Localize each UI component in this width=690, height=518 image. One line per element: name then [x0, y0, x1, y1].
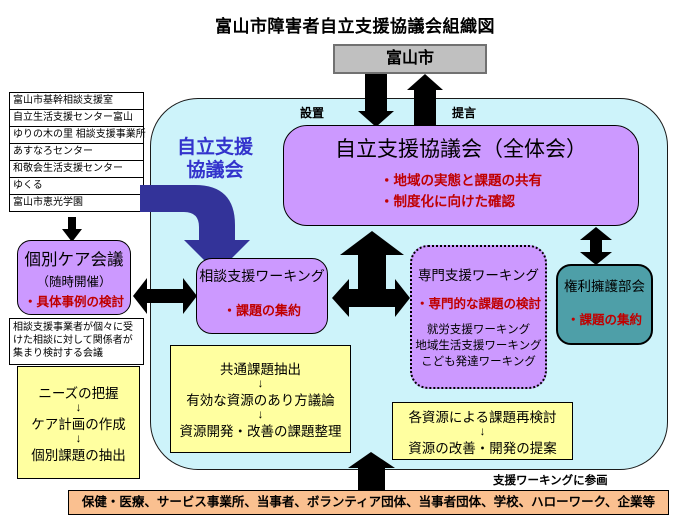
city-box: 富山市 — [333, 44, 487, 74]
plenary-bullet-1: ・地域の実態と課題の共有 — [380, 172, 542, 188]
special-working-subgroups: 就労支援ワーキング 地域生活支援ワーキング こども発達ワーキング — [415, 322, 541, 370]
care-consult-double-arrow-icon — [133, 278, 197, 314]
page-title: 富山市障害者自立支援協議会組織図 — [215, 17, 495, 36]
plenary-rights-double-arrow-icon — [580, 227, 612, 265]
resources-item: 資源の改善・開発の提案 — [408, 440, 557, 456]
special-working-title: 専門支援ワーキング — [417, 267, 540, 283]
down-arrow-glyph: ↓ — [257, 376, 264, 390]
office-item: あすなろセンター — [10, 143, 143, 160]
individual-care-title: 個別ケア会議 — [24, 250, 124, 269]
common-issues-box: 共通課題抽出 ↓ 有効な資源のあり方議論 ↓ 資源開発・改善の課題整理 — [170, 345, 351, 453]
subgroup-item: こども発達ワーキング — [421, 356, 536, 369]
rights-committee-box: 権利擁護部会 ・課題の集約 — [556, 264, 653, 345]
council-label: 自立支援 協議会 — [160, 137, 270, 183]
subgroup-item: 地域生活支援ワーキング — [415, 339, 542, 352]
plenary-box: 自立支援協議会（全体会） ・地域の実態と課題の共有 ・制度化に向けた確認 — [283, 125, 639, 226]
common-issues-item: 共通課題抽出 — [220, 362, 301, 377]
consult-working-title: 相談支援ワーキング — [199, 267, 325, 284]
office-item: ゆくる — [10, 177, 143, 194]
setup-label: 設置 — [300, 106, 325, 120]
plenary-bullets: ・地域の実態と課題の共有 ・制度化に向けた確認 — [380, 171, 542, 213]
needs-item: ニーズの把握 — [38, 385, 119, 401]
proposal-label: 提言 — [452, 106, 477, 120]
participation-up-arrow-icon — [348, 452, 395, 492]
rights-committee-title: 権利擁護部会 — [564, 279, 645, 294]
common-issues-item: 有効な資源のあり方議論 — [186, 393, 335, 408]
office-item: 富山市恵光学園 — [10, 194, 143, 211]
individual-care-bullet: ・具体事例の検討 — [23, 294, 124, 309]
down-arrow-glyph: ↓ — [479, 423, 486, 438]
individual-care-subtitle: （随時開催） — [36, 274, 112, 289]
consult-working-bullet: ・課題の集約 — [222, 302, 301, 318]
council-label-line1: 自立支援 — [176, 137, 253, 158]
resources-item: 各資源による課題再検討 — [408, 409, 557, 425]
three-way-arrow-icon — [332, 231, 410, 317]
down-arrow-glyph: ↓ — [75, 399, 82, 414]
subgroup-item: 就労支援ワーキング — [426, 323, 531, 336]
special-working-box: 専門支援ワーキング ・専門的な課題の検討 就労支援ワーキング 地域生活支援ワーキ… — [410, 245, 547, 389]
needs-box: ニーズの把握 ↓ ケア計画の作成 ↓ 個別課題の抽出 — [17, 366, 140, 479]
needs-item: 個別課題の抽出 — [31, 447, 126, 463]
care-note: 相談支援事業者が個々に受けた相談に対して関係者が集まり検討する会議 — [9, 318, 144, 365]
office-item: ゆりの木の里 相談支援事業所 — [10, 126, 146, 143]
office-item: 自立生活支援センター富山 — [10, 109, 143, 126]
rights-committee-bullet: ・課題の集約 — [566, 313, 642, 327]
setup-down-arrow-icon — [358, 74, 394, 127]
participation-label: 支援ワーキングに参画 — [493, 475, 608, 487]
council-label-line2: 協議会 — [186, 159, 244, 181]
office-item: 和敬会生活支援センター — [10, 160, 143, 177]
down-arrow-glyph: ↓ — [257, 407, 264, 421]
office-item: 富山市基幹相談支援室 — [13, 95, 113, 106]
needs-item: ケア計画の作成 — [31, 416, 126, 432]
referral-flow-arrow-icon — [140, 185, 250, 273]
special-working-bullet: ・専門的な課題の検討 — [415, 296, 541, 311]
bottom-participants-bar: 保健・医療、サービス事業所、当事者、ボランティア団体、当事者団体、学校、ハローワ… — [68, 490, 669, 515]
resources-box: 各資源による課題再検討 ↓ 資源の改善・開発の提案 — [392, 402, 573, 460]
list-down-arrow-icon — [62, 217, 82, 242]
down-arrow-glyph: ↓ — [75, 430, 82, 445]
plenary-bullet-2: ・制度化に向けた確認 — [380, 193, 515, 209]
common-issues-item: 資源開発・改善の課題整理 — [179, 424, 342, 439]
support-offices-list: 富山市基幹相談支援室 自立生活支援センター富山 ゆりの木の里 相談支援事業所 あ… — [9, 92, 146, 212]
consult-working-box: 相談支援ワーキング ・課題の集約 — [196, 258, 328, 334]
individual-care-box: 個別ケア会議 （随時開催） ・具体事例の検討 — [17, 240, 131, 315]
plenary-title: 自立支援協議会（全体会） — [335, 137, 587, 161]
proposal-up-arrow-icon — [407, 74, 443, 127]
